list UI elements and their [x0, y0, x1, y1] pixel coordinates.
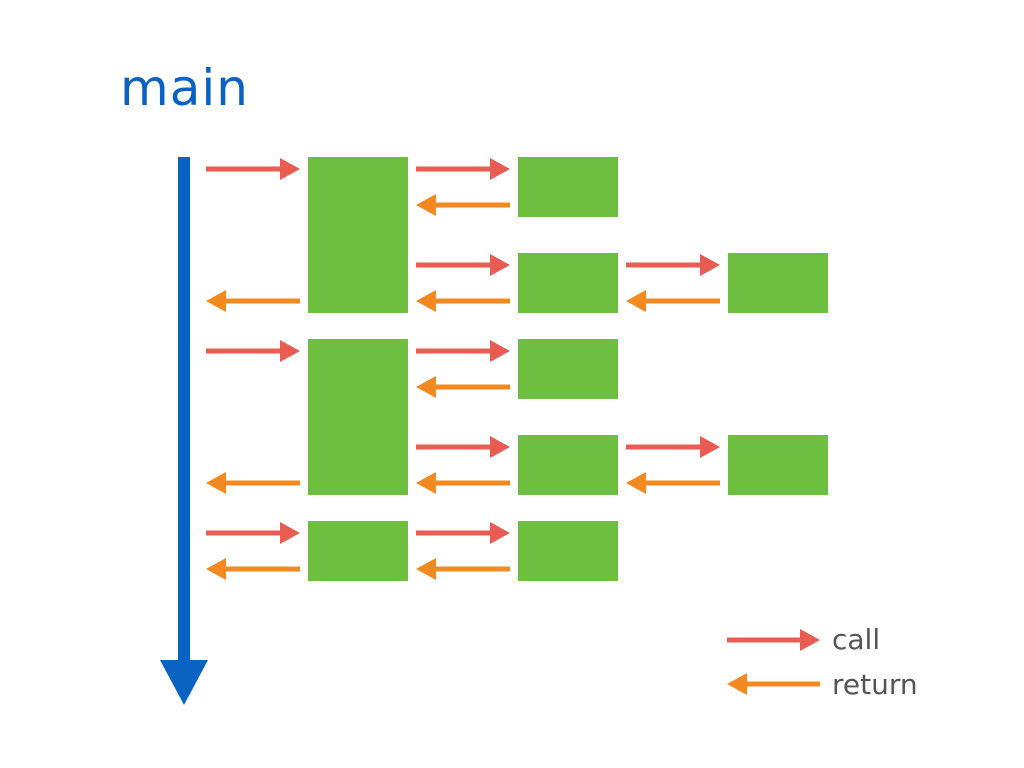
legend-return-arrow: [727, 673, 820, 695]
legend-call-arrow: [727, 629, 820, 651]
return-arrow-b2a-shaft: [645, 480, 720, 486]
call-arrow-b-head: [280, 340, 300, 362]
return-arrow-c1-shaft: [435, 566, 510, 572]
function-block-c: [308, 521, 408, 581]
return-arrow-c1: [416, 558, 510, 580]
call-arrow-c1-head: [490, 522, 510, 544]
function-block-b1: [518, 339, 618, 399]
call-arrow-c1: [416, 522, 510, 544]
return-arrow-b-head: [206, 472, 226, 494]
call-arrow-a1-head: [490, 158, 510, 180]
return-arrow-b2-head: [416, 472, 436, 494]
down-arrow-icon: [160, 660, 208, 705]
call-arrow-a2-head: [490, 254, 510, 276]
return-arrow-b2-shaft: [435, 480, 510, 486]
return-arrow-b-shaft: [225, 480, 300, 486]
call-arrow-a2a-head: [700, 254, 720, 276]
main-timeline-shaft: [178, 157, 190, 665]
return-arrow-c-shaft: [225, 566, 300, 572]
return-arrow-c1-head: [416, 558, 436, 580]
function-block-b: [308, 339, 408, 495]
function-blocks-group: [308, 157, 828, 581]
call-arrow-c: [206, 522, 300, 544]
diagram-title: main: [120, 59, 249, 117]
legend-call-arrow-shaft: [727, 637, 801, 643]
return-arrow-b1: [416, 376, 510, 398]
call-arrow-a1-shaft: [416, 166, 491, 172]
function-block-c1: [518, 521, 618, 581]
call-arrow-a-head: [280, 158, 300, 180]
return-arrow-a1: [416, 194, 510, 216]
return-arrow-a-shaft: [225, 298, 300, 304]
call-arrow-b: [206, 340, 300, 362]
call-arrow-c1-shaft: [416, 530, 491, 536]
arrows-group: [206, 158, 720, 580]
call-arrow-a1: [416, 158, 510, 180]
call-arrow-c-shaft: [206, 530, 281, 536]
call-arrow-b2a: [626, 436, 720, 458]
call-arrow-b1: [416, 340, 510, 362]
function-block-a: [308, 157, 408, 313]
call-arrow-a-shaft: [206, 166, 281, 172]
function-block-b2: [518, 435, 618, 495]
legend-group: [727, 629, 820, 695]
return-arrow-a2-shaft: [435, 298, 510, 304]
call-arrow-b2: [416, 436, 510, 458]
return-arrow-c: [206, 558, 300, 580]
return-arrow-b2a: [626, 472, 720, 494]
legend-return-arrow-head: [727, 673, 747, 695]
return-arrow-a2: [416, 290, 510, 312]
call-arrow-a2-shaft: [416, 262, 491, 268]
return-arrow-b1-shaft: [435, 384, 510, 390]
call-arrow-b1-shaft: [416, 348, 491, 354]
return-arrow-a1-head: [416, 194, 436, 216]
return-arrow-a2-head: [416, 290, 436, 312]
call-arrow-a2: [416, 254, 510, 276]
legend-return-arrow-shaft: [746, 681, 820, 687]
call-arrow-b2-shaft: [416, 444, 491, 450]
function-block-a1: [518, 157, 618, 217]
return-arrow-b2: [416, 472, 510, 494]
return-arrow-a: [206, 290, 300, 312]
return-arrow-b: [206, 472, 300, 494]
return-arrow-c-head: [206, 558, 226, 580]
return-arrow-a2a-head: [626, 290, 646, 312]
call-arrow-b2a-shaft: [626, 444, 701, 450]
legend-call-arrow-head: [800, 629, 820, 651]
return-arrow-b1-head: [416, 376, 436, 398]
return-arrow-a1-shaft: [435, 202, 510, 208]
return-arrow-b2a-head: [626, 472, 646, 494]
return-arrow-a-head: [206, 290, 226, 312]
function-block-b2a: [728, 435, 828, 495]
call-arrow-b2-head: [490, 436, 510, 458]
function-block-a2: [518, 253, 618, 313]
return-arrow-a2a: [626, 290, 720, 312]
call-arrow-c-head: [280, 522, 300, 544]
call-arrow-a2a: [626, 254, 720, 276]
call-arrow-a2a-shaft: [626, 262, 701, 268]
call-arrow-b-shaft: [206, 348, 281, 354]
main-timeline-group: [160, 157, 208, 705]
function-block-a2a: [728, 253, 828, 313]
legend-return-label: return: [832, 668, 918, 701]
call-arrow-b2a-head: [700, 436, 720, 458]
call-arrow-b1-head: [490, 340, 510, 362]
call-arrow-a: [206, 158, 300, 180]
return-arrow-a2a-shaft: [645, 298, 720, 304]
legend-call-label: call: [832, 623, 881, 656]
